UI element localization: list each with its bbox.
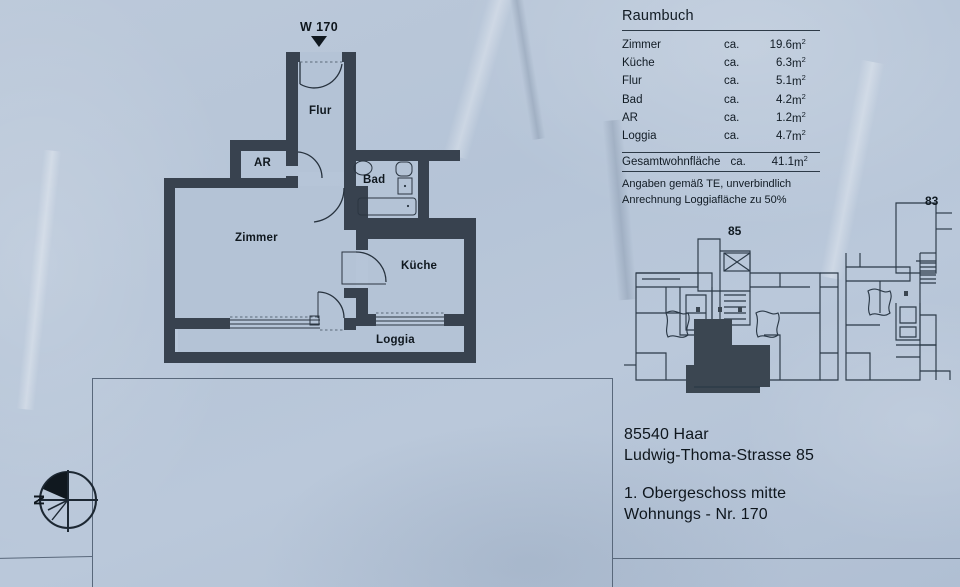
room-label-ar: AR [254,157,272,169]
titleblock-border-left [92,378,94,587]
schedule-unit-text: m [792,112,802,125]
schedule-prefix: ca. [724,93,740,106]
schedule-total-table: Gesamtwohnfläche ca. 41.1 m2 [622,153,820,171]
schedule-unit-exp: 2 [801,36,806,46]
schedule-room: Küche [622,56,655,69]
compass-north-letter: N [31,495,48,506]
schedule-unit-exp: 2 [801,128,806,138]
schedule-row: Flur ca. 5.1 m2 [622,73,820,91]
schedule-value: 4.2 [776,93,792,106]
schedule-unit-text: m [792,39,802,52]
unit-marker-label: W 170 [300,20,339,34]
schedule-row: Bad ca. 4.2 m2 [622,91,820,109]
schedule-unit-exp: 2 [801,73,806,83]
schedule-row: AR ca. 1.2 m2 [622,109,820,127]
schedule-rule-mid [622,152,820,154]
schedule-rule-top [622,30,820,31]
schedule-row: Zimmer ca. 19.6 m2 [622,36,820,54]
schedule-room: Loggia [622,130,657,143]
address-street: Ludwig-Thoma-Strasse 85 [624,447,814,465]
schedule-total-unit-exp: 2 [803,153,808,163]
schedule-value: 19.6 [769,38,792,51]
schedule-prefix: ca. [724,111,740,124]
schedule-room: Flur [622,75,642,88]
schedule-total-prefix: ca. [730,155,746,168]
triangle-down-marker-icon [311,36,327,47]
schedule-unit: m2 [792,73,820,91]
schedule-table: Zimmer ca. 19.6 m2 Küche ca. 6.3 m2 Flur… [622,31,820,152]
schedule-note: Angaben gemäß TE, unverbindlich [622,178,792,191]
schedule-total-label: Gesamtwohnfläche [622,155,721,168]
schedule-value: 1.2 [776,111,792,124]
schedule-total-value: 41.1 [771,155,795,168]
schedule-unit-text: m [792,76,802,89]
address-floor: 1. Obergeschoss mitte [624,484,787,502]
schedule-room: Zimmer [622,38,661,51]
schedule-row: Küche ca. 6.3 m2 [622,54,820,72]
titleblock-border-right [612,378,614,587]
address-block: 85540 Haar Ludwig-Thoma-Strasse 85 1. Ob… [624,424,954,525]
schedule-unit: m2 [792,128,820,146]
schedule-unit: m2 [792,91,820,109]
schedule-prefix: ca. [724,75,740,88]
room-label-kueche: Küche [401,260,438,272]
titleblock-border-top-left [92,378,612,380]
north-arrow: N [26,462,104,540]
schedule-prefix: ca. [724,38,740,51]
room-label-loggia: Loggia [376,334,415,346]
schedule-value: 6.3 [776,56,792,69]
address-postal-city: 85540 Haar [624,426,709,443]
schedule-unit-exp: 2 [801,109,806,119]
schedule-unit-text: m [792,57,802,70]
schedule-prefix: ca. [724,130,740,143]
address-unit-number: Wohnungs - Nr. 170 [624,505,768,523]
schedule-room: AR [622,111,638,124]
schedule-value: 5.1 [776,75,792,88]
schedule-value: 4.7 [776,130,792,143]
site-label-house-83: 83 [925,194,939,208]
titleblock-border-bottom [612,558,960,560]
schedule-unit: m2 [792,109,820,127]
room-label-zimmer: Zimmer [235,232,278,244]
schedule-total-row: Gesamtwohnfläche ca. 41.1 m2 [622,153,820,171]
schedule-unit-exp: 2 [801,55,806,65]
schedule-unit-exp: 2 [801,91,806,101]
room-label-bad: Bad [363,174,386,186]
room-label-flur: Flur [309,105,332,117]
schedule-room: Bad [622,93,643,106]
room-schedule: Raumbuch Zimmer ca. 19.6 m2 Küche ca. 6.… [622,8,820,208]
schedule-unit: m2 [792,54,820,72]
schedule-unit-text: m [792,131,802,144]
schedule-note: Anrechnung Loggiafläche zu 50% [622,193,787,206]
schedule-rule-bottom [622,171,820,173]
schedule-notes: Angaben gemäß TE, unverbindlich Anrechnu… [622,177,820,207]
schedule-unit: m2 [792,36,820,54]
schedule-title: Raumbuch [622,8,694,24]
schedule-prefix: ca. [724,56,740,69]
schedule-row: Loggia ca. 4.7 m2 [622,128,820,146]
schedule-total-unit-text: m [794,156,804,169]
address-spacer [624,467,954,483]
schedule-total-unit: m2 [794,153,820,171]
building-site-plan: .s { stroke:#2b3947; stroke-width:1.15; … [620,194,960,410]
schedule-unit-text: m [792,94,802,107]
site-label-house-85: 85 [728,224,742,238]
